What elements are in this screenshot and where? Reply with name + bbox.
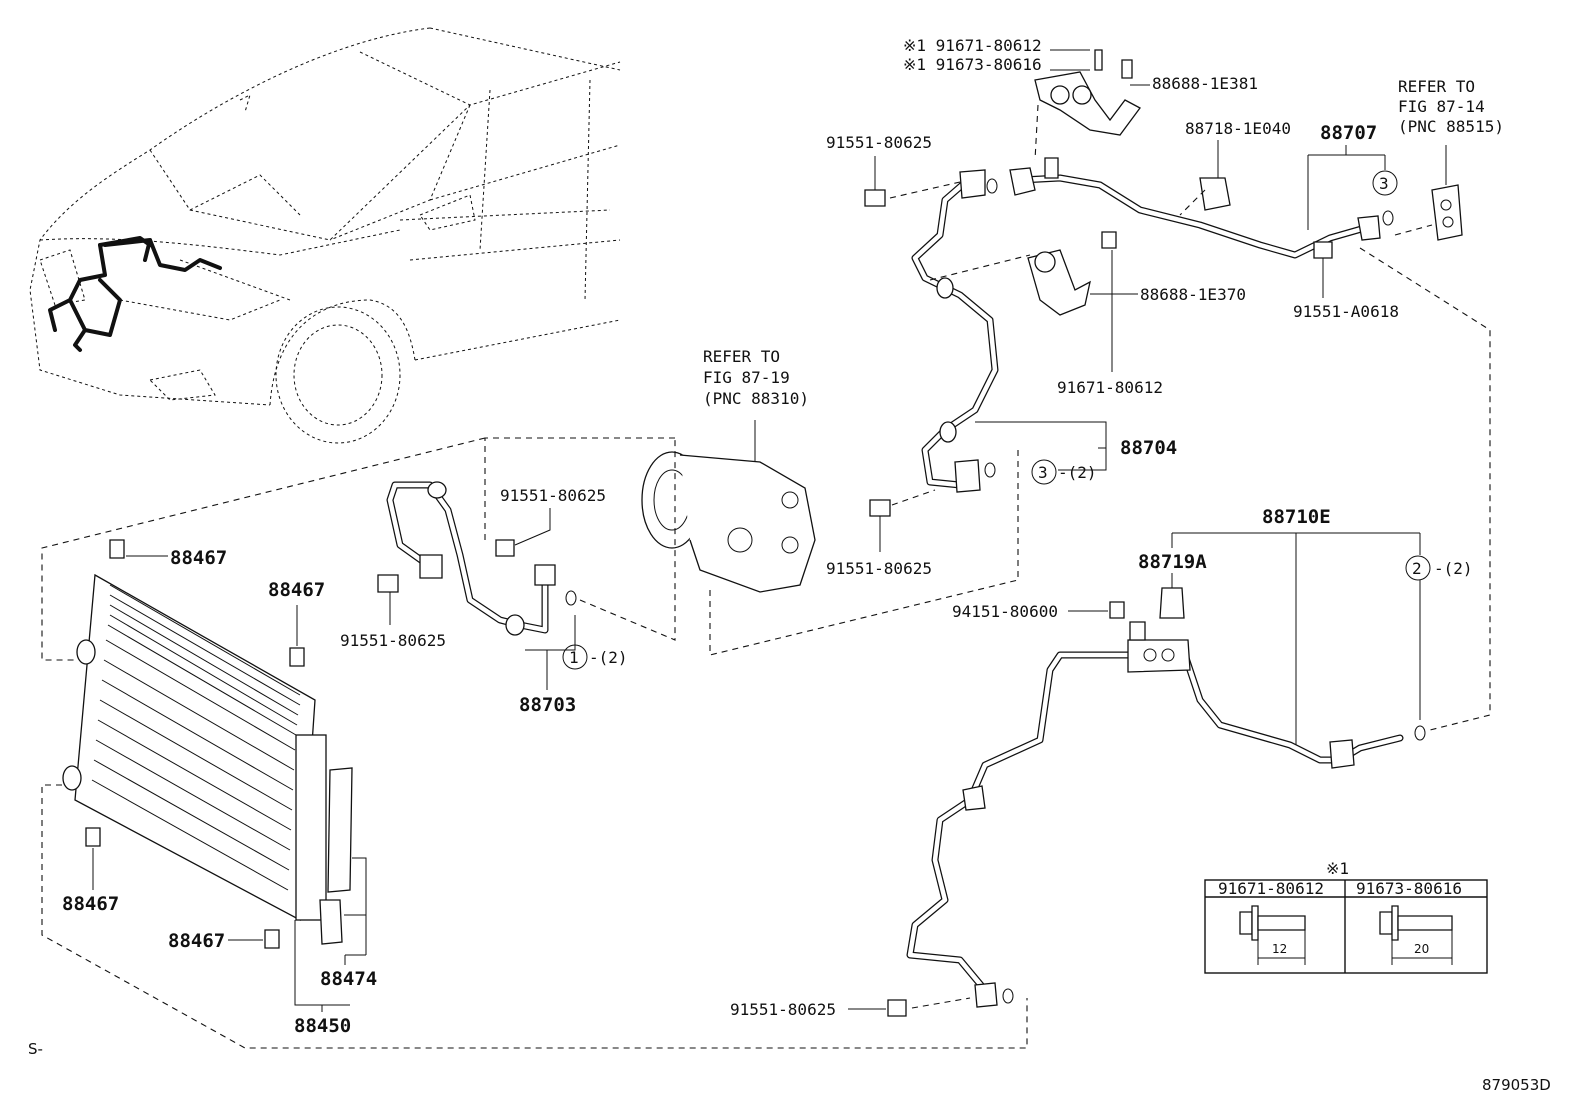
label-cushion-88467-d: 88467 <box>168 930 225 952</box>
label-desiccant-88474: 88474 <box>320 968 377 990</box>
label-qty-2: -(2) <box>1434 559 1473 578</box>
label-bracket-88688-1e370: 88688-1E370 <box>1140 285 1246 304</box>
inset-title: ※1 <box>1326 859 1349 878</box>
label-bracket-88718-1e040: 88718-1E040 <box>1185 119 1291 138</box>
label-bolt-91551-80625-mid: 91551-80625 <box>500 486 606 505</box>
label-qty-hose: -(2) <box>1058 463 1097 482</box>
label-tube-88707: 88707 <box>1320 122 1377 144</box>
label-nut-94151-80600: 94151-80600 <box>952 602 1058 621</box>
label-refer-87-19-line1: REFER TO <box>703 347 780 366</box>
label-cushion-88467-b: 88467 <box>268 579 325 601</box>
ref-mark-2: 2 <box>1412 559 1422 578</box>
cushion-88467-b <box>289 647 305 667</box>
bracket-88688-1e370 <box>1027 231 1117 316</box>
expansion-valve-ref <box>1431 145 1463 241</box>
cushion-88467-c <box>85 827 101 847</box>
inset-col2-part: 91673-80616 <box>1356 879 1462 898</box>
hose-88704 <box>911 169 999 493</box>
label-bolt-91551-80625-bottom: 91551-80625 <box>730 1000 836 1019</box>
condenser-88450 <box>62 573 353 922</box>
label-bolt-91551-80625-top: 91551-80625 <box>826 133 932 152</box>
cushion-88467-a <box>109 539 125 559</box>
label-bolt-91673-80616-star: ※1 91673-80616 <box>903 55 1042 74</box>
label-refer-87-19-line3: (PNC 88310) <box>703 389 809 408</box>
label-switch-88719a: 88719A <box>1138 551 1207 573</box>
label-bolt-91551-a0618: 91551-A0618 <box>1293 302 1399 321</box>
label-refer-87-14-line3: (PNC 88515) <box>1398 117 1504 136</box>
inset-col2-dim: 20 <box>1414 942 1429 956</box>
label-bracket-88688-1e381: 88688-1E381 <box>1152 74 1258 93</box>
label-bolt-91671-80612-star: ※1 91671-80612 <box>903 36 1042 55</box>
label-qty-1: -(2) <box>589 648 628 667</box>
label-hose-88703: 88703 <box>519 694 576 716</box>
compressor-ref <box>641 420 816 593</box>
bolt-length-table: ※1 91671-80612 91673-80616 12 20 <box>1204 859 1488 974</box>
ref-mark-3-top: 3 <box>1379 174 1389 193</box>
desiccant-88474 <box>319 899 343 945</box>
label-refer-87-19-line2: FIG 87-19 <box>703 368 790 387</box>
inset-col1-dim: 12 <box>1272 942 1287 956</box>
tube-88710e <box>906 621 1404 1008</box>
pressure-switch-88719a <box>1159 587 1185 619</box>
diagram-code: 879053D <box>1482 1076 1551 1094</box>
label-refer-87-14-line2: FIG 87-14 <box>1398 97 1485 116</box>
label-cushion-88467-c: 88467 <box>62 893 119 915</box>
label-hose-88704: 88704 <box>1120 437 1177 459</box>
label-tube-88710e: 88710E <box>1262 506 1331 528</box>
label-condenser-88450: 88450 <box>294 1015 351 1037</box>
label-bolt-91551-80625-left: 91551-80625 <box>340 631 446 650</box>
label-refer-87-14-line1: REFER TO <box>1398 77 1475 96</box>
hose-88703 <box>386 481 556 636</box>
cushion-88467-d <box>264 929 280 949</box>
label-bolt-91551-80625-comp: 91551-80625 <box>826 559 932 578</box>
tube-88707 <box>1009 157 1381 259</box>
vehicle-illustration <box>29 27 621 444</box>
label-bolt-91671-80612: 91671-80612 <box>1057 378 1163 397</box>
corner-left-code: S- <box>28 1040 43 1058</box>
label-cushion-88467-a: 88467 <box>170 547 227 569</box>
inset-col1-part: 91671-80612 <box>1218 879 1324 898</box>
nut-94151-80600 <box>1109 601 1125 619</box>
bracket-88688-1e381 <box>1034 49 1141 136</box>
ref-mark-3-hose: 3 <box>1038 463 1048 482</box>
ref-mark-1: 1 <box>569 648 579 667</box>
